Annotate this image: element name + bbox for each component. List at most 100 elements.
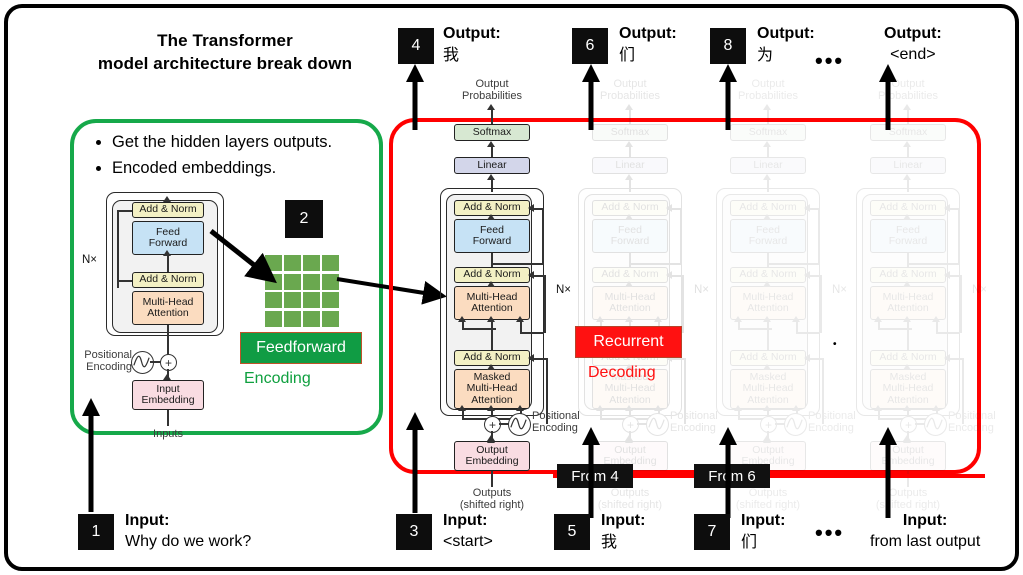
recurrent-tag: Recurrent: [575, 326, 682, 358]
decoder-add-norm-mha: Add & Norm: [730, 267, 806, 283]
grid-cell: [265, 310, 282, 327]
decoder-add-norm-masked: Add & Norm: [870, 350, 946, 366]
decoder-add-norm-masked: Add & Norm: [730, 350, 806, 366]
arrow-head: [487, 281, 495, 287]
arrow-head: [763, 316, 771, 322]
input-label: Input:: [902, 512, 948, 529]
residual-line: [820, 275, 822, 333]
positional-encoding-icon: [131, 351, 154, 374]
input-annotation-3: Input: <start>: [443, 511, 493, 553]
arrow-head: [944, 271, 950, 279]
encoder-nx-label: N×: [82, 254, 98, 266]
grid-cell: [284, 255, 301, 272]
arrow-head: [625, 281, 633, 287]
encoder-feed-forward: Feed Forward: [132, 221, 204, 255]
arrow-head: [625, 214, 633, 220]
arrow-head: [944, 354, 950, 362]
input-value: from last output: [870, 532, 981, 550]
encoder-region-outline: [70, 119, 383, 435]
output-probabilities-label: Output Probabilities: [462, 78, 522, 103]
arrow-head: [625, 141, 633, 147]
arrow-input-last: [879, 427, 897, 518]
arrow-head: [625, 405, 633, 411]
arrow-head: [625, 174, 633, 180]
connector: [907, 320, 909, 336]
connector: [767, 145, 769, 157]
arrow-head: [763, 104, 771, 110]
arrow-head: [763, 364, 771, 370]
arrow-head: [163, 196, 171, 202]
connector: [491, 145, 493, 157]
connector: [520, 332, 544, 334]
connector: [767, 253, 769, 267]
decoder-sum-node: +: [760, 416, 777, 433]
residual-line: [542, 208, 544, 263]
arrow-head: [625, 104, 633, 110]
output-probabilities-label: Output Probabilities: [600, 78, 660, 103]
arrow-head: [903, 104, 911, 110]
residual-line: [117, 280, 132, 282]
top-ellipsis: •••: [815, 48, 845, 73]
connector: [775, 423, 785, 425]
arrow-head: [903, 214, 911, 220]
decoder-multi-head-attention: Multi-Head Attention: [592, 286, 668, 320]
output-embedding-block: Output Embedding: [454, 441, 530, 471]
encoder-multi-head-attention: Multi-Head Attention: [132, 291, 204, 325]
arrow-head: [528, 204, 534, 212]
connector: [629, 108, 631, 124]
output-label: Output:: [884, 25, 942, 42]
input-value: <start>: [443, 532, 493, 550]
connector: [907, 336, 909, 350]
input-annotation-1: Input: Why do we work?: [125, 511, 251, 553]
decoder-positional-encoding-label: Positional Encoding: [948, 410, 996, 435]
residual-line: [668, 275, 684, 277]
input-value: 我: [601, 531, 618, 551]
residual-line: [684, 358, 686, 424]
connector: [907, 145, 909, 157]
grid-cell: [303, 273, 320, 290]
page-title: The Transformer model architecture break…: [55, 30, 395, 76]
arrow-head: [516, 405, 524, 411]
output-annotation-8: Output: 为: [757, 24, 815, 66]
arrow-head: [763, 141, 771, 147]
connector: [491, 336, 493, 350]
step-badge-8: 8: [710, 28, 746, 64]
residual-line: [530, 208, 544, 210]
connector: [907, 178, 909, 192]
connector: [629, 253, 631, 267]
outputs-label: Outputs (shifted right): [735, 487, 801, 512]
step-badge-3: 3: [396, 514, 432, 550]
outputs-label: Outputs (shifted right): [459, 487, 525, 512]
softmax-block: Softmax: [730, 124, 806, 141]
decoder-add-norm-ff: Add & Norm: [870, 200, 946, 216]
arrow-head: [804, 271, 810, 279]
input-label: Input:: [741, 512, 786, 529]
connector: [629, 145, 631, 157]
connector: [936, 332, 960, 334]
residual-line: [117, 210, 119, 288]
arrow-head: [487, 141, 495, 147]
connector: [767, 424, 769, 444]
decoder-multi-head-attention: Multi-Head Attention: [870, 286, 946, 320]
decoder-nx-label: N×: [832, 284, 848, 296]
connector: [936, 320, 938, 332]
decoder-masked-multi-head-attention: Masked Multi-Head Attention: [454, 369, 530, 409]
arrow-output-4: [406, 64, 424, 130]
decoder-multi-head-attention: Multi-Head Attention: [730, 286, 806, 320]
decoder-feed-forward: Feed Forward: [592, 219, 668, 253]
arrow-head: [625, 364, 633, 370]
decoder-add-norm-mha: Add & Norm: [592, 267, 668, 283]
connector: [491, 253, 493, 267]
residual-line: [491, 263, 544, 265]
decoder-layer-box: [862, 194, 948, 410]
connector: [878, 409, 880, 418]
connector: [907, 471, 909, 487]
output-label: Output:: [757, 25, 815, 42]
connector: [462, 409, 464, 418]
connector: [907, 253, 909, 267]
decoder-positional-encoding-label: Positional Encoding: [670, 410, 718, 435]
grid-cell: [322, 310, 339, 327]
connector: [167, 255, 169, 272]
